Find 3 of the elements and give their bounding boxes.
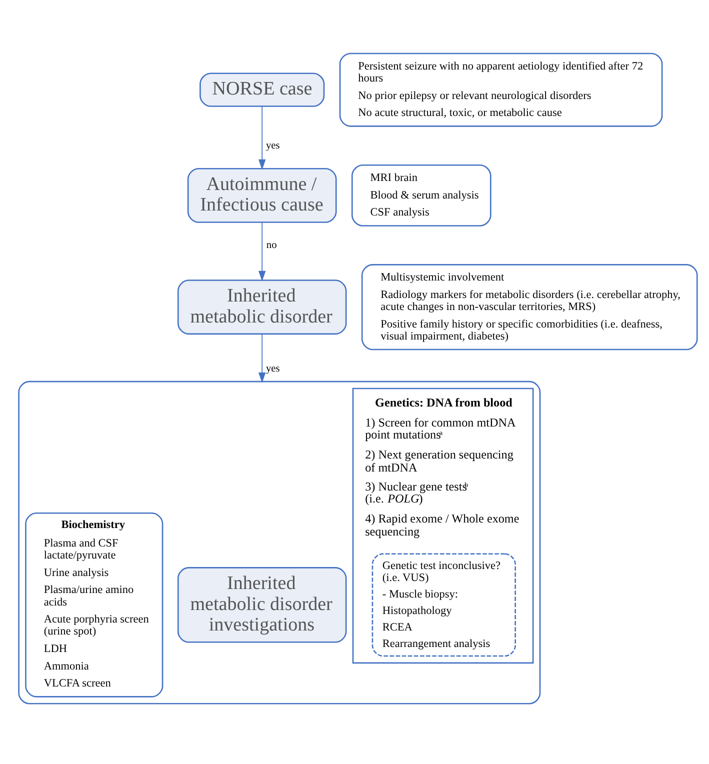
edge-label: yes <box>266 140 280 152</box>
edge-label: no <box>266 240 277 251</box>
edge-label: yes <box>266 364 280 375</box>
